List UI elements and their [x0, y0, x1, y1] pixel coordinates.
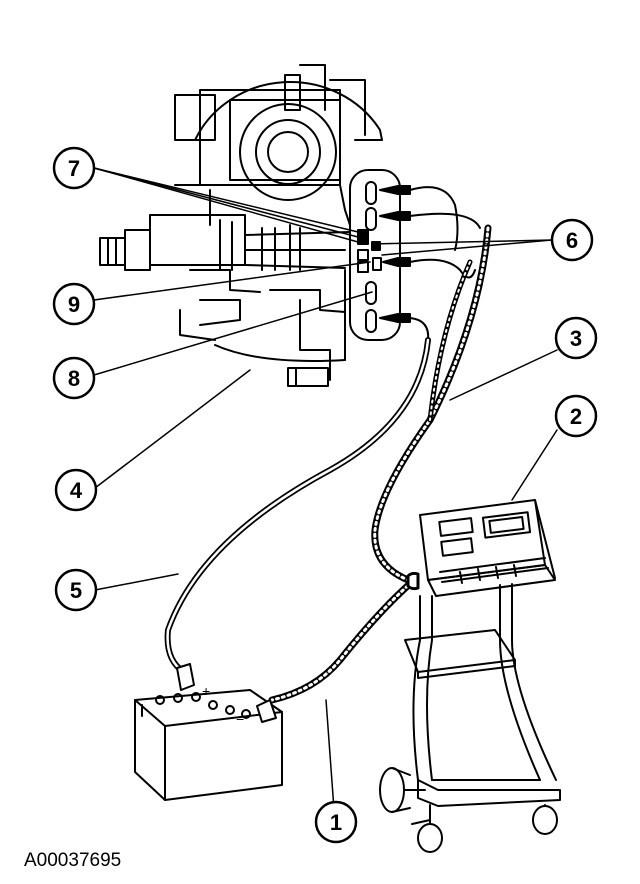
svg-text:1: 1 — [330, 810, 342, 835]
svg-text:5: 5 — [70, 578, 82, 603]
callout-5: 5 — [54, 568, 98, 612]
callout-4: 4 — [54, 468, 98, 512]
probe-leads — [409, 186, 481, 341]
svg-text:2: 2 — [570, 404, 582, 429]
svg-text:8: 8 — [68, 366, 80, 391]
test-point-9 — [372, 257, 382, 271]
battery-plus-sign: + — [202, 683, 210, 699]
tester-cart — [379, 499, 561, 853]
battery-negative-lead — [268, 578, 416, 704]
callout-2: 2 — [554, 394, 598, 438]
callout-9: 9 — [52, 282, 96, 326]
cart-wheel — [532, 805, 558, 835]
callout-8: 8 — [52, 356, 96, 400]
svg-text:6: 6 — [566, 228, 578, 253]
callout-3: 3 — [554, 316, 598, 360]
svg-text:9: 9 — [68, 292, 80, 317]
battery-minus-sign: − — [236, 711, 244, 727]
pulley — [239, 103, 337, 201]
engine-assembly — [99, 64, 383, 387]
svg-text:4: 4 — [70, 478, 83, 503]
battery: + − — [134, 663, 283, 801]
battery-positive-lead — [164, 337, 431, 675]
cart-wheel — [417, 823, 443, 853]
test-point-7 — [357, 229, 369, 245]
callout-1: 1 — [314, 800, 358, 844]
callout-6: 6 — [550, 218, 594, 262]
test-point-6 — [371, 241, 381, 251]
figure-id: A00037695 — [24, 850, 122, 871]
svg-text:3: 3 — [570, 326, 582, 351]
svg-text:7: 7 — [68, 156, 80, 181]
leader-lines — [93, 167, 558, 824]
callout-7: 7 — [52, 146, 96, 190]
connector-block — [349, 169, 401, 341]
